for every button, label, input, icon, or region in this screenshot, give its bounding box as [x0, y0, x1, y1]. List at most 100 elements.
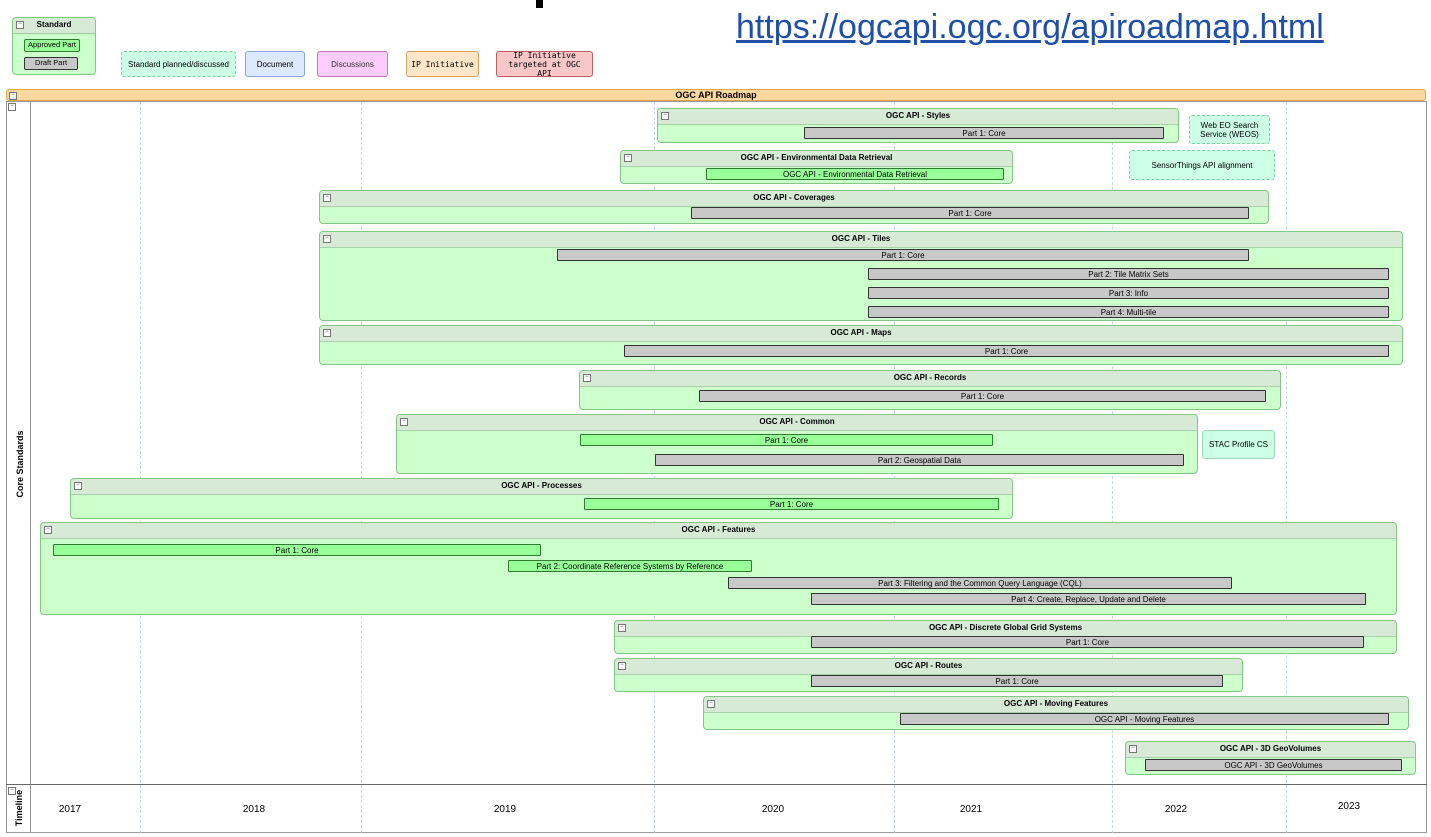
part-bar[interactable]: Part 1: Core	[557, 249, 1249, 261]
group-3d-geovolumes[interactable]: −OGC API - 3D GeoVolumes OGC API - 3D Ge…	[1125, 741, 1416, 775]
part-bar[interactable]: Part 1: Core	[811, 675, 1223, 687]
group-header: − OGC API - Styles	[658, 109, 1178, 125]
group-header: − OGC API - Records	[580, 371, 1280, 387]
group-header: − OGC API - 3D GeoVolumes	[1126, 742, 1415, 758]
part-bar[interactable]: Part 1: Core	[804, 127, 1164, 139]
timeline-label: Timeline	[14, 789, 24, 827]
roadmap-header: − OGC API Roadmap	[6, 89, 1426, 101]
collapse-icon[interactable]: −	[323, 235, 331, 243]
year-label: 2023	[1337, 801, 1361, 812]
group-header: − OGC API - Environmental Data Retrieval	[621, 151, 1012, 167]
part-bar[interactable]: Part 1: Core	[811, 636, 1364, 648]
group-processes[interactable]: − OGC API - Processes Part 1: Core	[70, 478, 1013, 519]
group-records[interactable]: − OGC API - Records Part 1: Core	[579, 370, 1281, 410]
group-title: OGC API - Common	[759, 417, 835, 426]
group-tiles[interactable]: − OGC API - Tiles Part 1: Core Part 2: Ti…	[319, 231, 1403, 321]
collapse-icon[interactable]: −	[618, 624, 626, 632]
group-header: − OGC API - Coverages	[320, 191, 1268, 207]
part-bar[interactable]: Part 4: Multi-tile	[868, 306, 1389, 318]
group-routes[interactable]: − OGC API - Routes Part 1: Core	[614, 658, 1243, 692]
collapse-icon[interactable]: −	[74, 482, 82, 490]
group-title: OGC API - Records	[893, 373, 967, 382]
part-bar[interactable]: OGC API - 3D GeoVolumes	[1145, 759, 1402, 771]
core-standards-label: Core Standards	[15, 430, 25, 498]
part-bar[interactable]: OGC API - Moving Features	[900, 713, 1389, 725]
group-title: OGC API - Environmental Data Retrieval	[740, 153, 893, 162]
group-title: OGC API - Coverages	[753, 193, 835, 202]
collapse-icon[interactable]: −	[583, 374, 591, 382]
planned-sensorthings[interactable]: SensorThings API alignment	[1129, 150, 1275, 180]
part-bar[interactable]: OGC API - Environmental Data Retrieval	[706, 168, 1004, 180]
roadmap-url-link[interactable]: https://ogcapi.ogc.org/apiroadmap.html	[736, 8, 1324, 46]
group-title: OGC API - Maps	[830, 328, 892, 337]
group-header: − OGC API - Processes	[71, 479, 1012, 495]
group-header: − OGC API - Maps	[320, 326, 1402, 342]
part-bar[interactable]: Part 2: Geospatial Data	[655, 454, 1184, 466]
roadmap-frame	[6, 101, 1427, 833]
legend-standard-label: Standard	[36, 20, 72, 29]
group-coverages[interactable]: − OGC API - Coverages Part 1: Core	[319, 190, 1269, 224]
year-label: 2018	[242, 804, 266, 815]
collapse-icon[interactable]: −	[624, 154, 632, 162]
part-bar[interactable]: Part 4: Create, Replace, Update and Dele…	[811, 593, 1366, 605]
group-common[interactable]: − OGC API - Common Part 1: Core Part 2: G…	[396, 414, 1198, 474]
timeline-label-column: − Timeline	[6, 785, 31, 833]
collapse-icon[interactable]: −	[323, 329, 331, 337]
collapse-icon[interactable]: −	[400, 418, 408, 426]
planned-stac[interactable]: STAC Profile CS	[1202, 430, 1275, 459]
group-header: − OGC API - Tiles	[320, 232, 1402, 248]
group-header: − OGC API - Moving Features	[704, 697, 1408, 713]
legend-draft-part: Draft Part	[24, 57, 78, 70]
collapse-icon[interactable]: −	[707, 700, 715, 708]
roadmap-title: OGC API Roadmap	[675, 90, 757, 100]
year-label: 2019	[493, 804, 517, 815]
part-bar[interactable]: Part 1: Core	[624, 345, 1389, 357]
legend-standard-header: − Standard	[13, 18, 95, 34]
part-bar[interactable]: Part 3: Filtering and the Common Query L…	[728, 577, 1232, 589]
group-moving-features[interactable]: − OGC API - Moving Features OGC API - Mov…	[703, 696, 1409, 730]
part-bar[interactable]: Part 1: Core	[699, 390, 1266, 402]
group-title: OGC API - Moving Features	[1003, 699, 1109, 708]
collapse-icon[interactable]: −	[323, 194, 331, 202]
group-features[interactable]: −OGC API - Features Part 1: Core Part 2:…	[40, 522, 1397, 615]
collapse-icon[interactable]: −	[9, 92, 17, 100]
part-bar[interactable]: Part 1: Core	[584, 498, 999, 510]
timeline-row: − Timeline	[6, 784, 1427, 833]
legend-discussions: Discussions	[317, 51, 388, 77]
group-title: OGC API - Styles	[885, 111, 951, 120]
collapse-icon[interactable]: −	[8, 103, 16, 111]
group-dggs[interactable]: −OGC API - Discrete Global Grid Systems …	[614, 620, 1397, 654]
group-header: − OGC API - Routes	[615, 659, 1242, 675]
part-bar[interactable]: Part 2: Tile Matrix Sets	[868, 268, 1389, 280]
year-label: 2022	[1164, 804, 1188, 815]
group-title: OGC API - Processes	[501, 481, 582, 490]
collapse-icon[interactable]: −	[8, 787, 16, 795]
collapse-icon[interactable]: −	[1129, 745, 1137, 753]
collapse-icon[interactable]: −	[661, 112, 669, 120]
group-title: OGC API - Tiles	[831, 234, 891, 243]
planned-weos[interactable]: Web EO Search Service (WEOS)	[1189, 115, 1270, 144]
year-gridline	[1286, 102, 1287, 833]
part-bar[interactable]: Part 1: Core	[580, 434, 993, 446]
year-gridline	[361, 102, 362, 833]
top-marker	[536, 0, 543, 8]
group-title: OGC API - 3D GeoVolumes	[1219, 744, 1322, 753]
group-edr[interactable]: −OGC API - Environmental Data Retrieval …	[620, 150, 1013, 184]
group-title: OGC API - Routes	[894, 661, 963, 670]
year-label: 2020	[761, 804, 785, 815]
collapse-icon[interactable]: −	[44, 526, 52, 534]
year-label: 2017	[58, 804, 82, 815]
part-bar[interactable]: Part 3: Info	[868, 287, 1389, 299]
part-bar[interactable]: Part 1: Core	[53, 544, 541, 556]
group-styles[interactable]: − OGC API - Styles Part 1: Core	[657, 108, 1179, 143]
group-maps[interactable]: − OGC API - Maps Part 1: Core	[319, 325, 1403, 365]
collapse-icon[interactable]: −	[16, 21, 24, 29]
group-header: −OGC API - Discrete Global Grid Systems	[615, 621, 1396, 637]
part-bar[interactable]: Part 2: Coordinate Reference Systems by …	[508, 560, 752, 572]
year-label: 2021	[959, 804, 983, 815]
part-bar[interactable]: Part 1: Core	[691, 207, 1249, 219]
collapse-icon[interactable]: −	[618, 662, 626, 670]
legend-document: Document	[245, 51, 305, 77]
legend-planned: Standard planned/discussed	[121, 51, 236, 77]
group-header: − OGC API - Common	[397, 415, 1197, 431]
